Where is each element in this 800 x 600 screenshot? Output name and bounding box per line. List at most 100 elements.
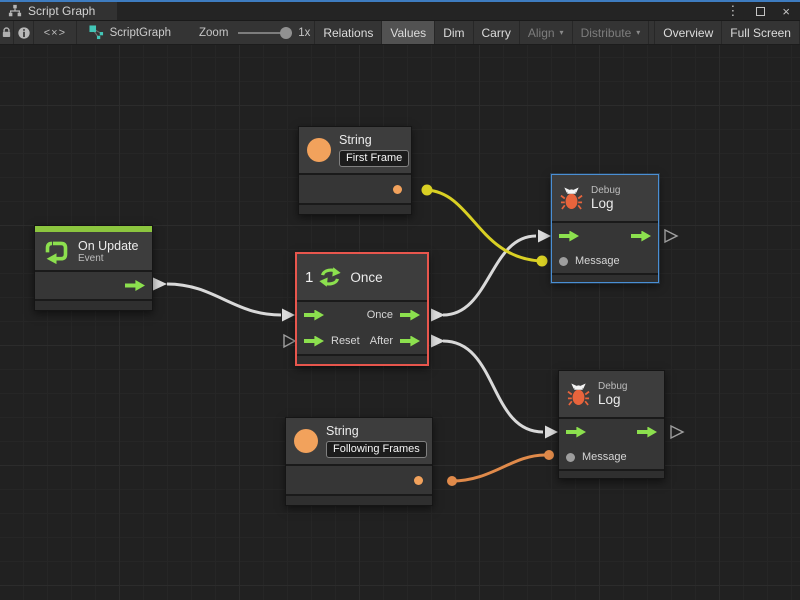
maximize-icon[interactable] [756, 4, 766, 19]
tab-title: Script Graph [28, 4, 96, 18]
node-footer [299, 203, 411, 214]
wire-onupdate-once [166, 282, 282, 317]
distribute-button[interactable]: Distribute▾ [573, 21, 650, 44]
loop-icon [45, 241, 68, 264]
string-value-field[interactable]: First Frame [339, 150, 410, 167]
window-controls: ⋮ × [726, 0, 800, 20]
message-input-port[interactable] [566, 452, 575, 462]
flow-output-port[interactable] [631, 230, 651, 242]
flow-in-triangle[interactable] [282, 308, 295, 322]
value-output-port[interactable] [414, 475, 423, 485]
once-number: 1 [305, 268, 314, 286]
node-category: Debug [598, 381, 628, 392]
zoom-slider[interactable] [238, 21, 293, 44]
port-label: Message [575, 255, 620, 267]
node-title: String [339, 133, 372, 147]
node-footer [35, 299, 152, 310]
node-string-first-frame[interactable]: String First Frame [298, 126, 412, 215]
chevron-down-icon: ▾ [636, 28, 641, 37]
port-label: Once [366, 309, 393, 321]
node-debug-log-top[interactable]: Debug Log Message [551, 174, 659, 283]
flow-input-port-reset[interactable] [304, 335, 324, 347]
lock-icon [3, 27, 11, 37]
node-title: Log [598, 392, 621, 407]
flow-out-triangle[interactable] [431, 334, 445, 348]
node-footer [297, 354, 427, 364]
carry-button[interactable]: Carry [474, 21, 520, 44]
toolbar-spacer [314, 21, 316, 44]
graph-canvas[interactable]: String First Frame Debug [0, 45, 800, 600]
event-accent-bar [35, 226, 152, 232]
zoom-value: 1x [298, 26, 311, 39]
flow-output-port-once[interactable] [400, 309, 420, 321]
titlebar: Script Graph ⋮ × [0, 0, 800, 21]
string-type-icon [307, 138, 331, 162]
node-title: String [326, 424, 359, 438]
node-title: Once [350, 269, 383, 285]
flow-output-port[interactable] [125, 280, 145, 291]
zoom-slider-track [238, 31, 293, 34]
value-wire-dot[interactable] [421, 184, 433, 196]
node-once[interactable]: 1 Once Once [295, 252, 429, 366]
wire-once-debugbottom [442, 339, 544, 434]
chevron-down-icon: ▾ [559, 28, 564, 37]
overview-button[interactable]: Overview [654, 21, 723, 44]
align-button[interactable]: Align▾ [520, 21, 573, 44]
node-footer [286, 494, 432, 505]
node-footer [552, 273, 658, 282]
info-icon [18, 26, 30, 39]
relations-button[interactable]: Relations [315, 21, 383, 44]
flow-in-triangle[interactable] [545, 425, 558, 439]
info-button[interactable] [14, 21, 35, 44]
node-footer [559, 469, 664, 478]
bug-icon [560, 186, 583, 210]
hierarchy-icon [8, 4, 22, 17]
flow-input-port[interactable] [559, 230, 579, 242]
node-on-update[interactable]: On Update Event [34, 225, 153, 311]
port-label: After [369, 335, 393, 347]
flow-output-port-after[interactable] [400, 335, 420, 347]
zoom-label: Zoom [199, 26, 229, 39]
port-label: Reset [331, 335, 360, 347]
value-wire-dot[interactable] [544, 450, 554, 460]
flow-output-port[interactable] [637, 426, 657, 438]
unconnected-port-triangle[interactable] [664, 228, 679, 244]
node-subtitle: Event [78, 252, 104, 264]
zoom-slider-handle[interactable] [280, 26, 293, 39]
message-input-port[interactable] [559, 256, 568, 266]
unconnected-port-triangle[interactable] [283, 333, 297, 349]
unconnected-port-triangle[interactable] [670, 424, 685, 440]
tab-script-graph[interactable]: Script Graph [0, 0, 117, 20]
node-title: Log [591, 196, 614, 211]
wire-once-debugtop [442, 234, 537, 317]
flow-in-triangle[interactable] [538, 229, 551, 243]
code-view-button[interactable]: <×> [34, 21, 77, 44]
flow-out-triangle[interactable] [431, 308, 445, 322]
values-button[interactable]: Values [382, 21, 436, 44]
close-icon[interactable]: × [782, 3, 790, 19]
lock-button[interactable] [0, 21, 15, 44]
script-graph-icon [89, 25, 103, 40]
dim-button[interactable]: Dim [435, 21, 474, 44]
code-view-icon: <×> [43, 26, 67, 39]
node-title: On Update [78, 238, 139, 253]
port-label: Message [582, 451, 627, 463]
value-output-port[interactable] [393, 184, 402, 194]
flow-input-port[interactable] [566, 426, 586, 438]
string-type-icon [294, 429, 318, 453]
graph-reference[interactable]: ScriptGraph [89, 25, 171, 40]
fullscreen-button[interactable]: Full Screen [722, 21, 800, 44]
flow-input-port[interactable] [304, 309, 324, 321]
wire-string-debugtop [426, 188, 541, 263]
menu-icon[interactable]: ⋮ [726, 3, 740, 18]
node-debug-log-bottom[interactable]: Debug Log Message [558, 370, 665, 479]
node-string-following-frames[interactable]: String Following Frames [285, 417, 433, 506]
bug-icon [567, 382, 590, 406]
value-wire-dot[interactable] [536, 255, 548, 267]
value-wire-dot[interactable] [447, 476, 457, 486]
graph-toolbar: <×> ScriptGraph Zoom 1x Relations Values… [0, 21, 800, 45]
cycle-icon [319, 267, 341, 287]
string-value-field[interactable]: Following Frames [326, 441, 427, 458]
flow-out-triangle[interactable] [153, 277, 167, 291]
